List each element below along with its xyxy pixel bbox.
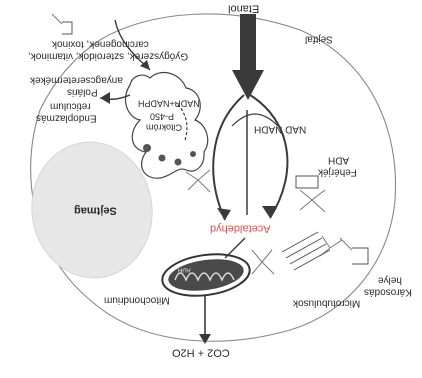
label-adh-small: ADH	[178, 266, 191, 272]
label-etanol: Etanol	[228, 2, 259, 14]
label-nad-nadh: NAD NADH	[254, 123, 306, 134]
label-nadp: NADP+NADPH	[138, 98, 200, 107]
ethanol-arrow	[232, 14, 264, 100]
label-karosodas: Károsodás	[364, 286, 412, 297]
p450-branch-arrowhead	[217, 208, 231, 220]
label-mikrotubulusok: Microtubulusok	[293, 297, 360, 308]
label-karcinogenek: carcinogenek, toxinok	[52, 38, 149, 49]
ribosome-dot	[190, 151, 196, 157]
label-p450: P-450	[150, 111, 174, 120]
polar-arrowhead	[100, 92, 110, 104]
label-anyagcseretermekek: anyagcseretermékek	[30, 74, 123, 85]
damage-site-line	[340, 238, 352, 250]
damage-burst	[252, 250, 274, 274]
damage-bracket-top	[62, 22, 72, 34]
acet-to-mito-arrow	[225, 238, 245, 258]
damage-line-top	[52, 14, 62, 24]
label-sejtmag: Sejtmag	[74, 204, 117, 216]
label-adh: ADH	[328, 154, 349, 165]
label-mitochondrium: Mitochondrium	[104, 294, 170, 305]
label-co2: CO2 + H2O	[172, 346, 230, 358]
damage-burst	[300, 190, 325, 212]
label-acetaldehid: Acetaldehyd	[210, 222, 271, 234]
ribosome-dot	[143, 144, 151, 152]
damage-burst	[186, 170, 210, 192]
label-helye: helye	[378, 274, 402, 285]
label-endoplazmas: Endoplazmás	[36, 112, 97, 123]
damage-site-bracket	[352, 248, 368, 264]
label-gyogyszerek: Gyógyszerek, szteroidok, vitaminok,	[28, 50, 188, 61]
label-citokrom: Citokróm	[146, 122, 182, 131]
adh-protein-box	[296, 176, 318, 188]
co2-arrowhead	[199, 334, 211, 344]
label-feherjek: Fehérjék	[318, 166, 357, 177]
label-polaris: Poláris	[67, 86, 98, 97]
label-reticulum: reticulum	[50, 100, 91, 111]
label-sejtfal: Sejtfal	[305, 33, 333, 44]
ribosome-dot	[175, 159, 182, 166]
ribosome-dot	[159, 155, 166, 162]
p450-branch-arrow	[213, 95, 244, 220]
